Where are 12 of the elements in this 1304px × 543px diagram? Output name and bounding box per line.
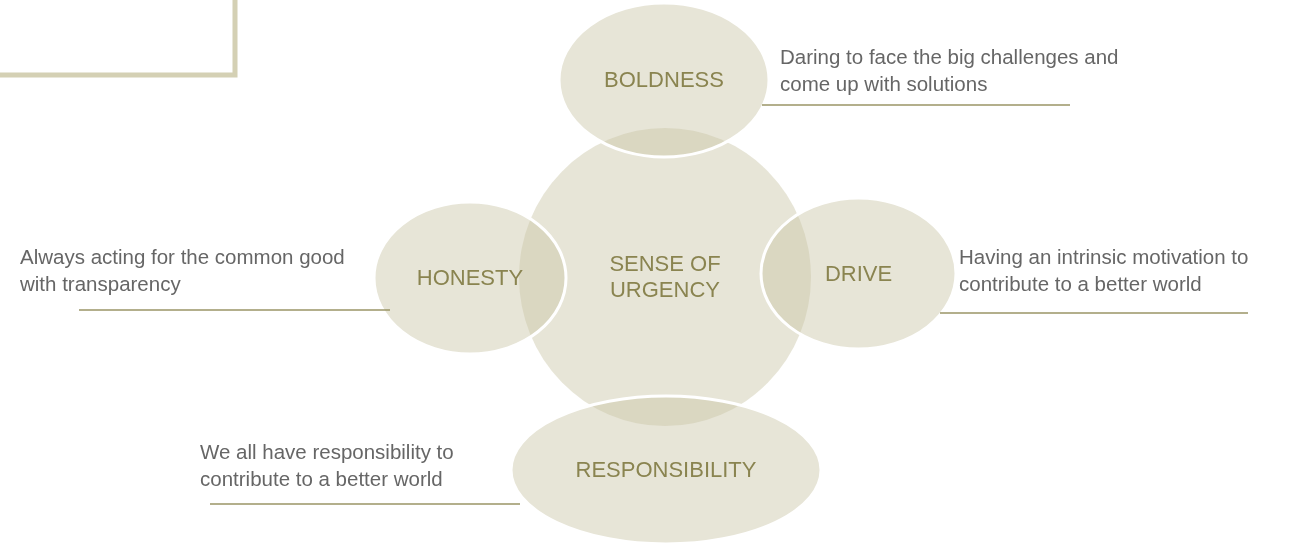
node-label: RESPONSIBILITY [574,456,758,484]
node-label: SENSE OF URGENCY [608,250,722,304]
node-label: HONESTY [415,264,525,292]
description-text: We all have responsibility to contribute to a better world [200,439,455,492]
ellipse-node [760,197,957,350]
node-label: BOLDNESS [603,66,725,94]
description-text: Daring to face the big challenges and come up with solutions [780,44,1120,97]
ellipse-node [558,2,770,158]
description-text: Always acting for the common good with transparency [20,244,346,297]
ellipse-node [373,201,567,355]
description-text: Having an intrinsic motivation to contribute to a better world [959,244,1250,297]
node-label: DRIVE [823,260,894,287]
